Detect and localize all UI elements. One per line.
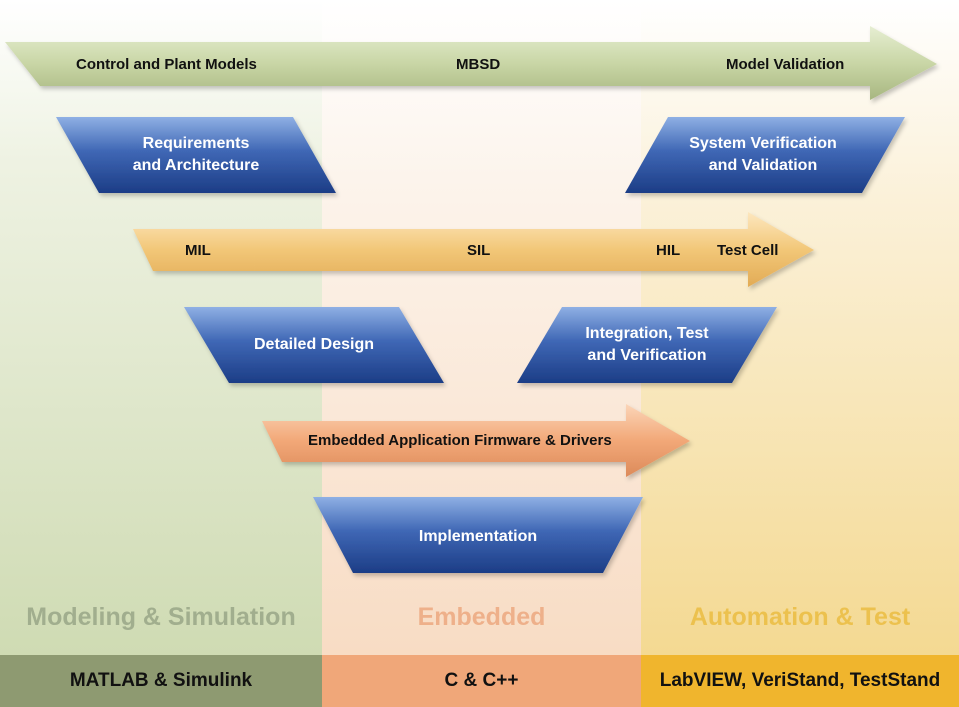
system-verification-line-2: and Validation — [708, 157, 818, 174]
test-cell-label: Test Cell — [717, 242, 779, 259]
automation-test-heading: Automation & Test — [689, 603, 911, 631]
requirements-line-1: Requirements — [142, 135, 250, 152]
mbsd-label: MBSD — [456, 56, 501, 73]
requirements-text: Requirements and Architecture — [96, 133, 296, 177]
mbsd-arrow — [5, 26, 937, 100]
detailed-design-text: Detailed Design — [253, 336, 375, 353]
sil-label: SIL — [467, 242, 491, 259]
integration-line-2: and Verification — [587, 347, 707, 364]
hil-label: HIL — [656, 242, 681, 259]
model-validation-label: Model Validation — [726, 56, 845, 73]
control-plant-models-label: Control and Plant Models — [76, 56, 257, 73]
embedded-heading: Embedded — [417, 603, 546, 631]
integration-line-1: Integration, Test — [585, 325, 709, 342]
firmware-label: Embedded Application Firmware & Drivers — [308, 432, 612, 449]
mil-label: MIL — [185, 242, 211, 259]
labview-veristand-teststand-bar: LabVIEW, VeriStand, TestStand — [641, 655, 959, 707]
system-verification-text: System Verification and Validation — [663, 133, 863, 177]
requirements-line-2: and Architecture — [132, 157, 260, 174]
c-cpp-bar: C & C++ — [322, 655, 641, 707]
firmware-arrow — [262, 404, 690, 477]
requirements-box — [56, 117, 336, 193]
implementation-box — [313, 497, 643, 573]
integration-text: Integration, Test and Verification — [547, 323, 747, 367]
system-verification-line-1: System Verification — [689, 135, 837, 152]
implementation-text: Implementation — [418, 528, 538, 545]
system-verification-box — [625, 117, 905, 193]
test-arrow — [133, 212, 814, 287]
integration-box — [517, 307, 777, 383]
matlab-simulink-bar: MATLAB & Simulink — [0, 655, 322, 707]
modeling-simulation-heading: Modeling & Simulation — [26, 603, 296, 631]
detailed-design-box — [184, 307, 444, 383]
